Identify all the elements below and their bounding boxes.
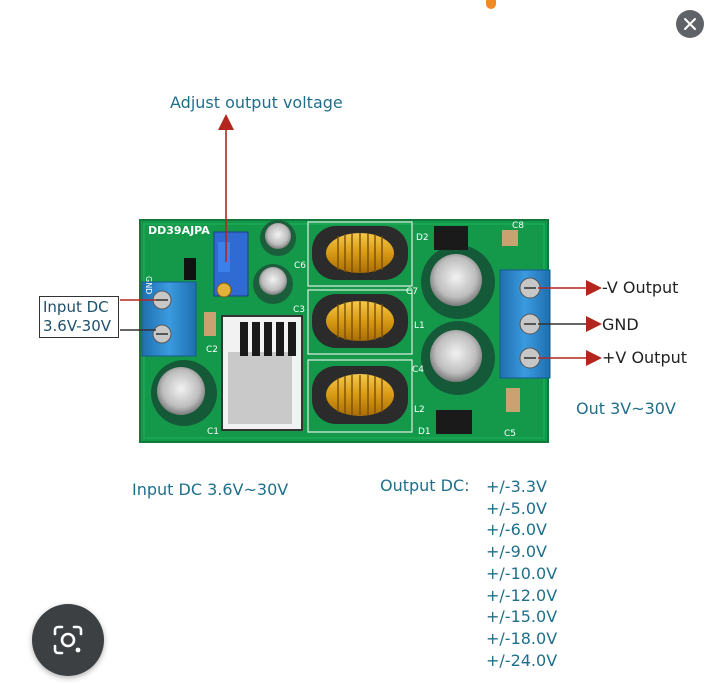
input-box-line2: 3.6V-30V [43, 317, 111, 335]
diode-d2 [434, 226, 468, 250]
cap-c6 [260, 220, 296, 256]
diode-d1 [436, 410, 472, 434]
out-range-label: Out 3V~30V [576, 399, 676, 418]
board-model: DD39AJPA [148, 224, 210, 237]
svg-text:C6: C6 [294, 261, 306, 271]
input-box-line1: Input DC [43, 298, 109, 316]
svg-text:D1: D1 [418, 427, 431, 437]
svg-text:D2: D2 [416, 233, 429, 243]
voltage-item: +/-24.0V [486, 650, 558, 670]
svg-text:C4: C4 [412, 365, 424, 375]
cap-c7 [421, 245, 495, 319]
svg-text:C3: C3 [293, 305, 305, 315]
orange-fragment [486, 0, 496, 9]
close-icon [684, 18, 696, 30]
inductor-middle [312, 294, 408, 348]
voltage-item: +/-9.0V [486, 542, 547, 562]
svg-text:GND: GND [144, 276, 153, 294]
cap-c4 [421, 321, 495, 395]
svg-text:C2: C2 [206, 345, 218, 355]
cap-c1 [151, 360, 217, 426]
adjust-voltage-label: Adjust output voltage [170, 93, 343, 112]
voltage-item: +/-15.0V [486, 607, 558, 627]
svg-text:C8: C8 [512, 221, 524, 231]
lens-search-button[interactable] [32, 604, 104, 676]
neg-output-label: -V Output [602, 278, 679, 297]
potentiometer [213, 231, 249, 298]
voltage-item: +/-10.0V [486, 563, 558, 583]
voltage-item: +/-6.0V [486, 520, 547, 540]
voltage-item: +/-18.0V [486, 628, 558, 648]
input-terminal [141, 281, 197, 357]
output-dc-label: Output DC: [380, 476, 470, 495]
svg-text:L1: L1 [414, 321, 425, 331]
gnd-label: GND [602, 315, 639, 334]
cap-c3 [253, 264, 293, 304]
input-dc-box: Input DC 3.6V-30V [39, 296, 119, 338]
voltage-item: +/-5.0V [486, 498, 547, 518]
input-dc-label: Input DC 3.6V~30V [132, 480, 289, 499]
inductor-top [312, 226, 408, 280]
regulator-ic [221, 315, 303, 431]
svg-text:L2: L2 [414, 405, 425, 415]
output-voltage-list: +/-3.3V +/-5.0V +/-6.0V +/-9.0V +/-10.0V… [486, 476, 557, 671]
svg-text:C5: C5 [504, 429, 516, 439]
pos-output-label: +V Output [602, 348, 688, 367]
svg-text:C7: C7 [406, 287, 418, 297]
close-button[interactable] [676, 10, 704, 38]
lens-icon [53, 625, 83, 655]
voltage-item: +/-3.3V [486, 477, 547, 496]
inductor-bottom [312, 366, 408, 424]
svg-text:C1: C1 [207, 427, 219, 437]
voltage-item: +/-12.0V [486, 585, 558, 605]
